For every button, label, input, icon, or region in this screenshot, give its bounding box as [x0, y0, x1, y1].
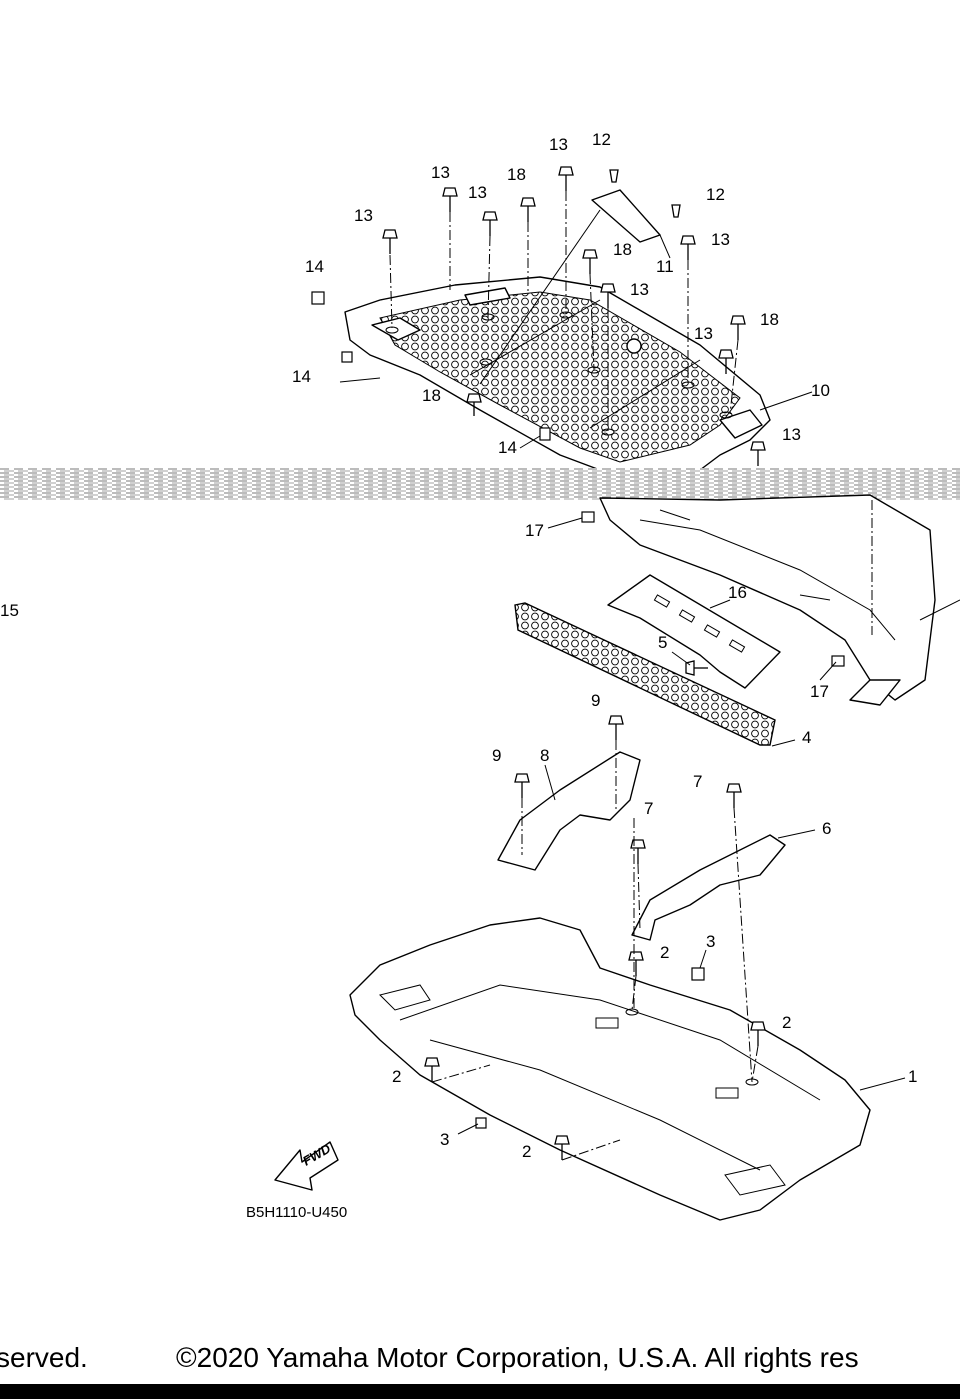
callout: 11: [656, 257, 674, 276]
callout: 18: [507, 165, 526, 184]
callout: 8: [540, 746, 549, 765]
callout: 3: [706, 932, 715, 951]
callout: 13: [354, 206, 373, 225]
callout: 14: [305, 257, 324, 276]
callout: 13: [782, 425, 801, 444]
copyright-text: ©2020 Yamaha Motor Corporation, U.S.A. A…: [176, 1342, 859, 1373]
bottom-bar: [0, 1384, 960, 1399]
callout: 16: [728, 583, 747, 602]
skid-plate-1: [349, 917, 871, 1221]
grille-4: [514, 602, 776, 746]
callout: 13: [431, 163, 450, 182]
callout: 7: [644, 799, 653, 818]
bracket-6: [631, 834, 786, 941]
callout: 18: [613, 240, 632, 259]
callout: 9: [492, 746, 501, 765]
callout: 9: [591, 691, 600, 710]
callout: 13: [549, 135, 568, 154]
callout: 6: [822, 819, 831, 838]
callout: 2: [392, 1067, 401, 1086]
callout: 18: [760, 310, 779, 329]
callout: 2: [522, 1142, 531, 1161]
scan-noise-band: [0, 468, 960, 500]
callout: 14: [498, 438, 517, 457]
clips: [311, 291, 845, 1129]
callout: 13: [694, 324, 713, 343]
callout: 4: [802, 728, 811, 747]
callout: 12: [706, 185, 725, 204]
callout: 3: [440, 1130, 449, 1149]
callout: 13: [711, 230, 730, 249]
callout: 5: [658, 633, 667, 652]
callout: 17: [810, 682, 829, 701]
fwd-arrow-icon: FWD: [274, 1141, 339, 1191]
bracket-16-slots: [653, 594, 746, 653]
callouts: 1 2 2 2 2 3 3 4 5 6 7 7 8 9 9 10 11 12 1…: [0, 130, 917, 1161]
callout: 13: [630, 280, 649, 299]
bracket-11: [591, 189, 661, 243]
callout: 1: [908, 1067, 917, 1086]
bracket-16: [607, 574, 781, 689]
callout: 13: [468, 183, 487, 202]
callout: 17: [525, 521, 544, 540]
callout: 7: [693, 772, 702, 791]
callout: 2: [782, 1013, 791, 1032]
callout: 15: [0, 601, 19, 620]
copyright-footer: served. ©2020 Yamaha Motor Corporation, …: [0, 1338, 960, 1378]
callout: 12: [592, 130, 611, 149]
callout: 2: [660, 943, 669, 962]
callout: 14: [292, 367, 311, 386]
bracket-8: [497, 751, 641, 871]
leader-lines: [339, 191, 906, 1161]
floor-frame: [599, 494, 960, 706]
callout: 18: [422, 386, 441, 405]
callout: 10: [811, 381, 830, 400]
floor-mat-assembly: [344, 276, 771, 471]
footer-left-fragment: served.: [0, 1342, 88, 1373]
part-code: B5H1110-U450: [246, 1204, 347, 1221]
fasteners: [382, 166, 766, 1160]
